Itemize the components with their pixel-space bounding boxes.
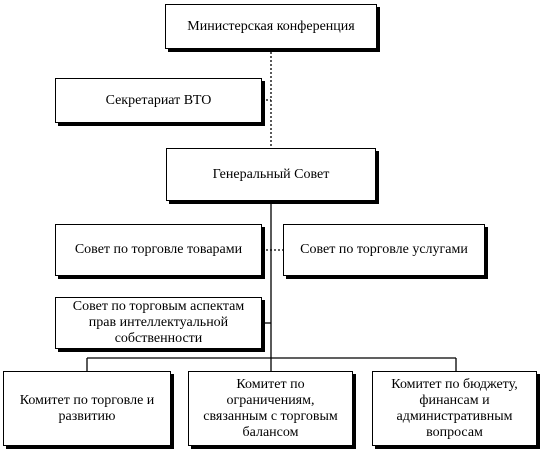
secretariat-box: Секретариат ВТО (55, 78, 262, 123)
council-trips-label: Совет по торговым аспектам прав интеллек… (72, 299, 245, 346)
council-services-box: Совет по торговле услугами (283, 224, 485, 276)
council-goods-label: Совет по торговле товарами (74, 242, 243, 257)
ministerial-conference-label: Министерская конференция (187, 18, 355, 34)
council-trips-box: Совет по торговым аспектам прав интеллек… (55, 297, 262, 349)
committee-balance-box: Комитет по ограничениям, связанным с тор… (188, 371, 353, 446)
general-council-label: Генеральный Совет (212, 166, 330, 182)
ministerial-conference-box: Министерская конференция (165, 4, 377, 49)
secretariat-label: Секретариат ВТО (105, 92, 212, 108)
council-services-label: Совет по торговле услугами (300, 242, 468, 257)
committee-balance-label: Комитет по ограничениям, связанным с тор… (203, 376, 338, 440)
council-goods-box: Совет по торговле товарами (55, 224, 262, 276)
general-council-box: Генеральный Совет (166, 148, 376, 201)
committee-budget-box: Комитет по бюджету, финансам и администр… (372, 371, 537, 446)
committee-trade-development-label: Комитет по торговле и развитию (19, 392, 155, 424)
committee-trade-development-box: Комитет по торговле и развитию (3, 371, 171, 446)
committee-budget-label: Комитет по бюджету, финансам и администр… (391, 376, 518, 440)
